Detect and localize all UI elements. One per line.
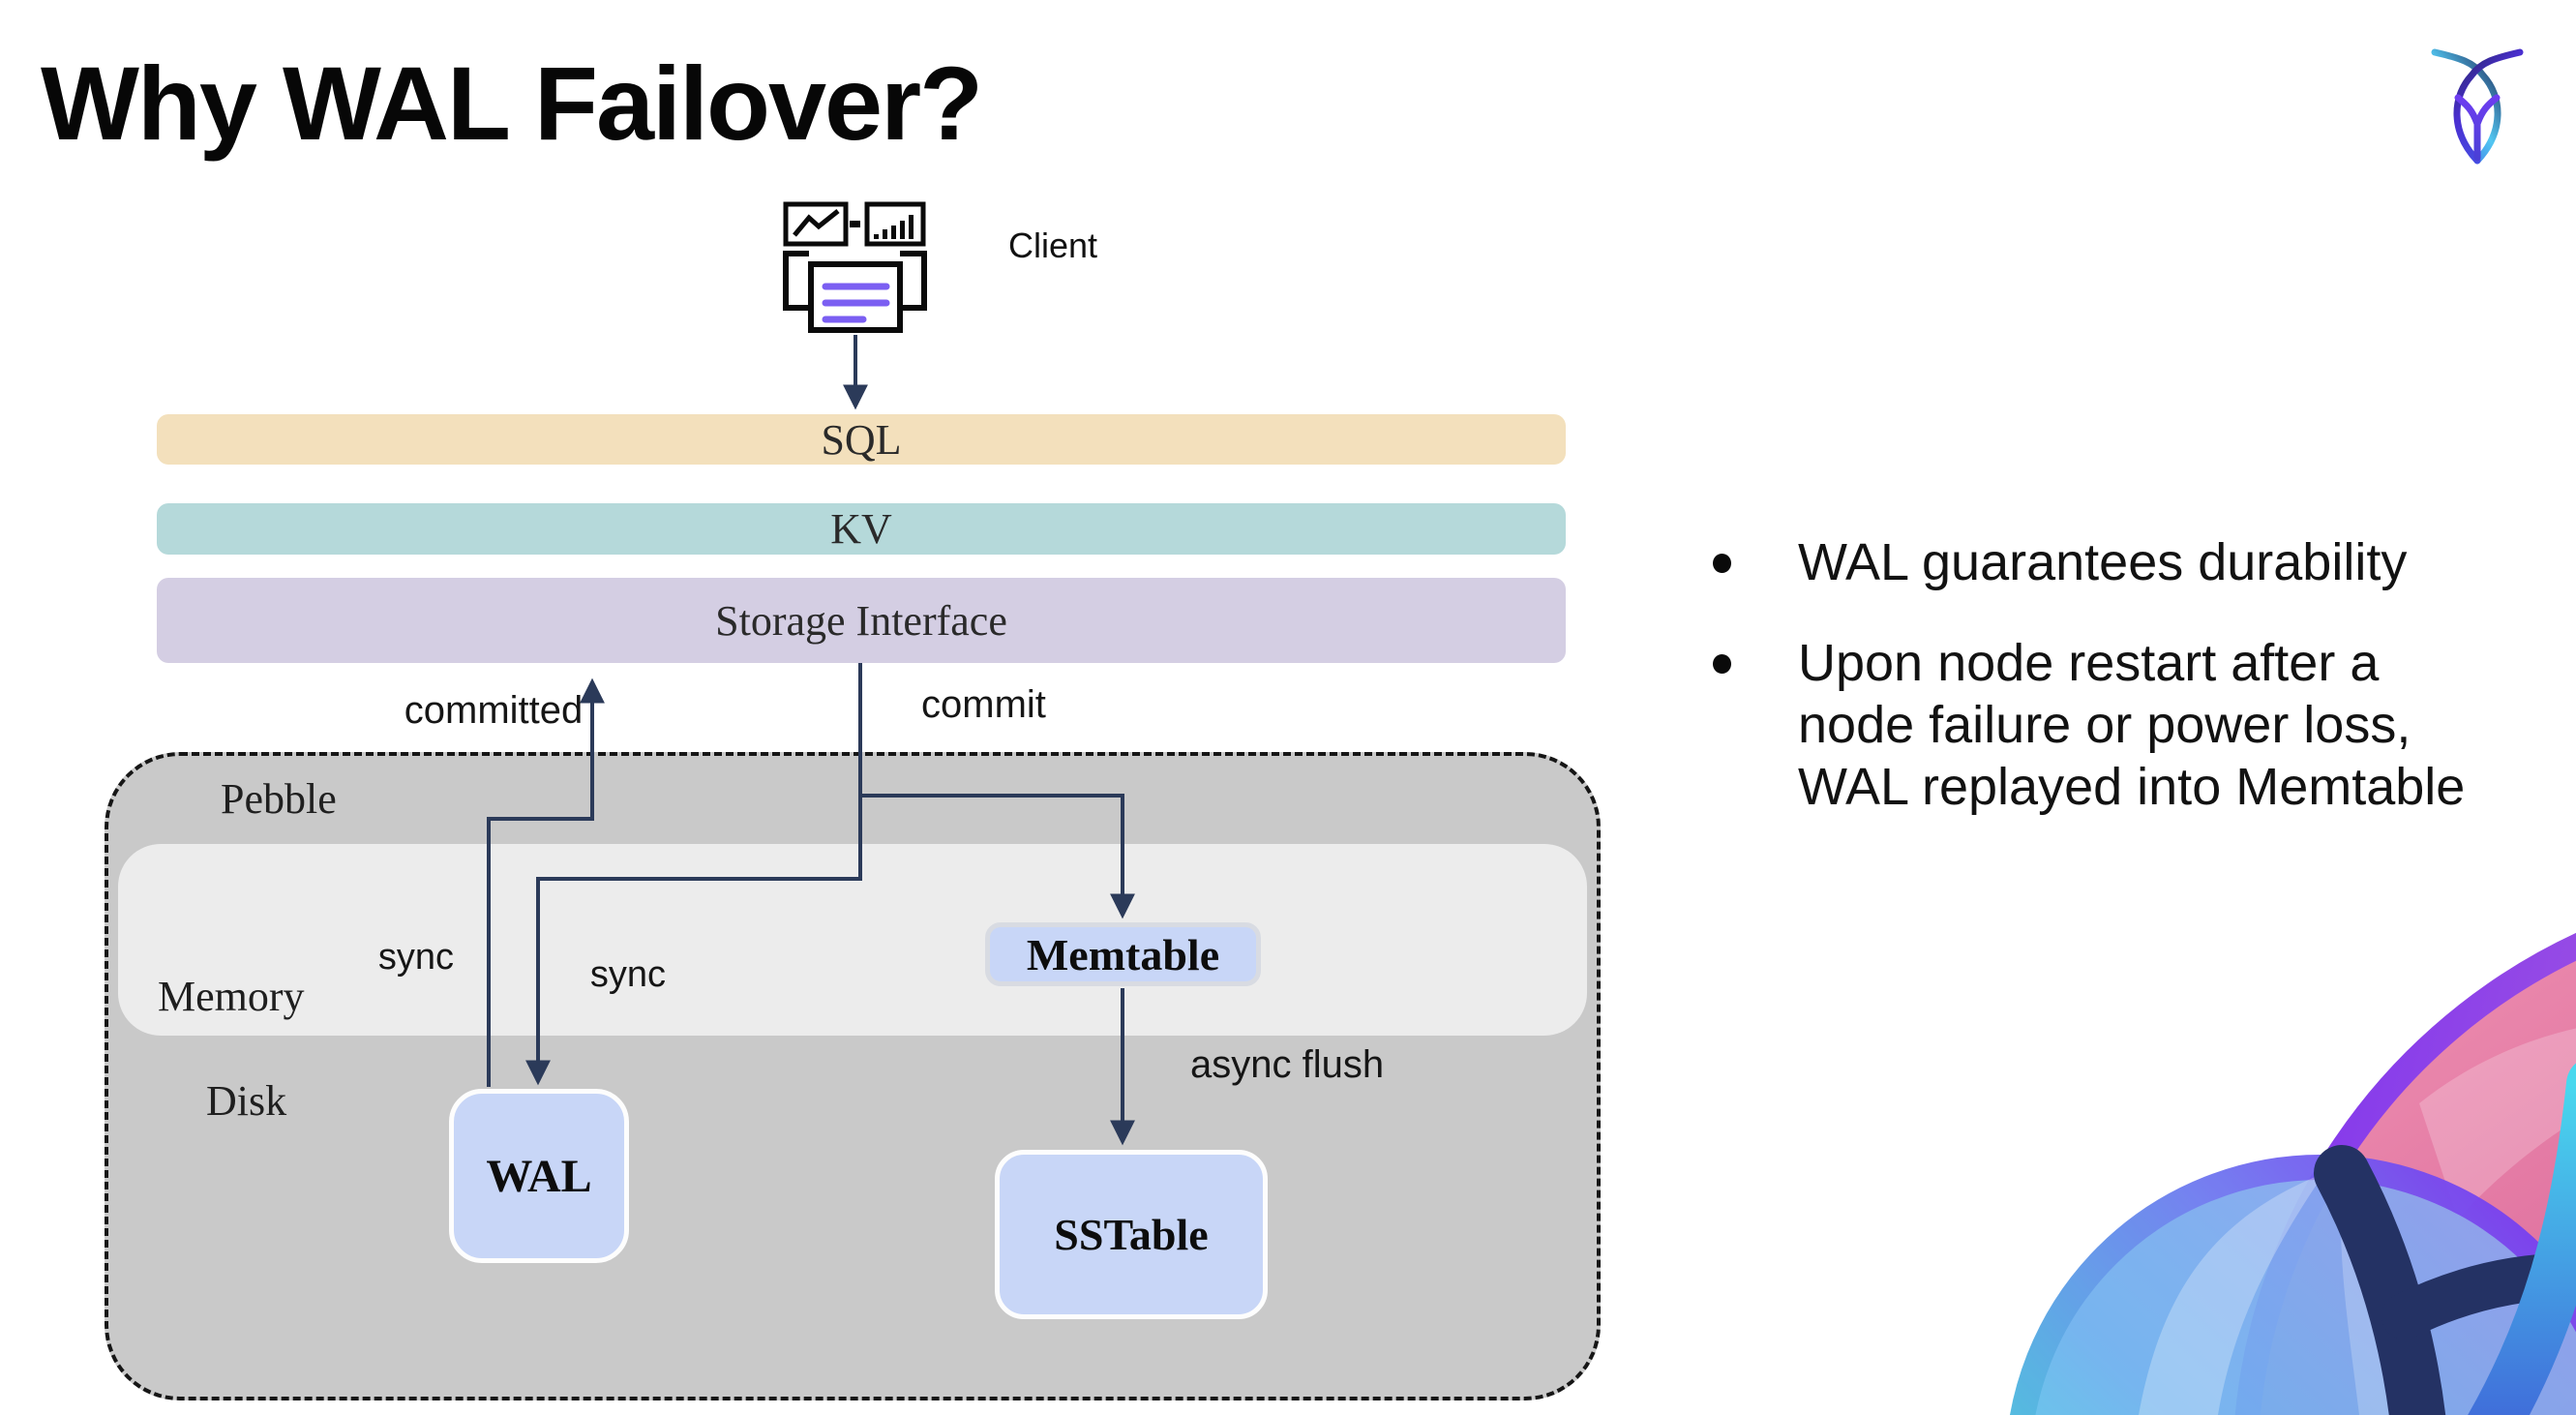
dash-connector bbox=[850, 221, 860, 227]
client-icon bbox=[783, 201, 927, 333]
sstable-box: SSTable bbox=[995, 1150, 1268, 1319]
memtable-box: Memtable bbox=[985, 922, 1261, 986]
arrow-label-commit: commit bbox=[921, 683, 1046, 726]
layer-kv-label: KV bbox=[830, 505, 892, 553]
cockroach-artwork bbox=[2010, 933, 2576, 1415]
memory-label: Memory bbox=[158, 973, 305, 1020]
layer-sql-label: SQL bbox=[821, 415, 902, 464]
arrow-label-sync-1: sync bbox=[377, 937, 455, 978]
chart-bars-icon bbox=[864, 201, 926, 247]
layer-sql-bar: SQL bbox=[157, 414, 1566, 465]
bullet-item: Upon node restart after a node failure o… bbox=[1709, 632, 2541, 818]
layer-kv-bar: KV bbox=[157, 503, 1566, 555]
bullet-text: Upon node restart after a node failure o… bbox=[1798, 634, 2466, 816]
wal-box: WAL bbox=[449, 1089, 629, 1263]
memtable-label: Memtable bbox=[1026, 929, 1220, 979]
arrow-label-async-flush: async flush bbox=[1190, 1043, 1385, 1086]
sstable-label: SSTable bbox=[1054, 1210, 1209, 1259]
cockroachdb-logo-icon bbox=[2431, 48, 2524, 165]
disk-label: Disk bbox=[206, 1077, 287, 1125]
layer-storage-bar: Storage Interface bbox=[157, 578, 1566, 663]
arrow-label-committed: committed bbox=[404, 689, 584, 732]
bullet-list: WAL guarantees durability Upon node rest… bbox=[1709, 531, 2541, 857]
bullet-item: WAL guarantees durability bbox=[1709, 531, 2541, 593]
bullet-dot-icon bbox=[1709, 654, 1742, 674]
bullet-text: WAL guarantees durability bbox=[1798, 533, 2408, 591]
layer-storage-label: Storage Interface bbox=[715, 596, 1007, 645]
chart-line-icon bbox=[783, 201, 849, 247]
brackets-icon bbox=[783, 251, 927, 311]
bullet-dot-icon bbox=[1709, 554, 1742, 573]
client-label: Client bbox=[1008, 226, 1098, 265]
page-title: Why WAL Failover? bbox=[41, 45, 983, 162]
wal-label: WAL bbox=[486, 1150, 592, 1202]
document-icon bbox=[808, 261, 903, 333]
arrow-label-sync-2: sync bbox=[589, 954, 667, 995]
pebble-label: Pebble bbox=[221, 775, 337, 823]
